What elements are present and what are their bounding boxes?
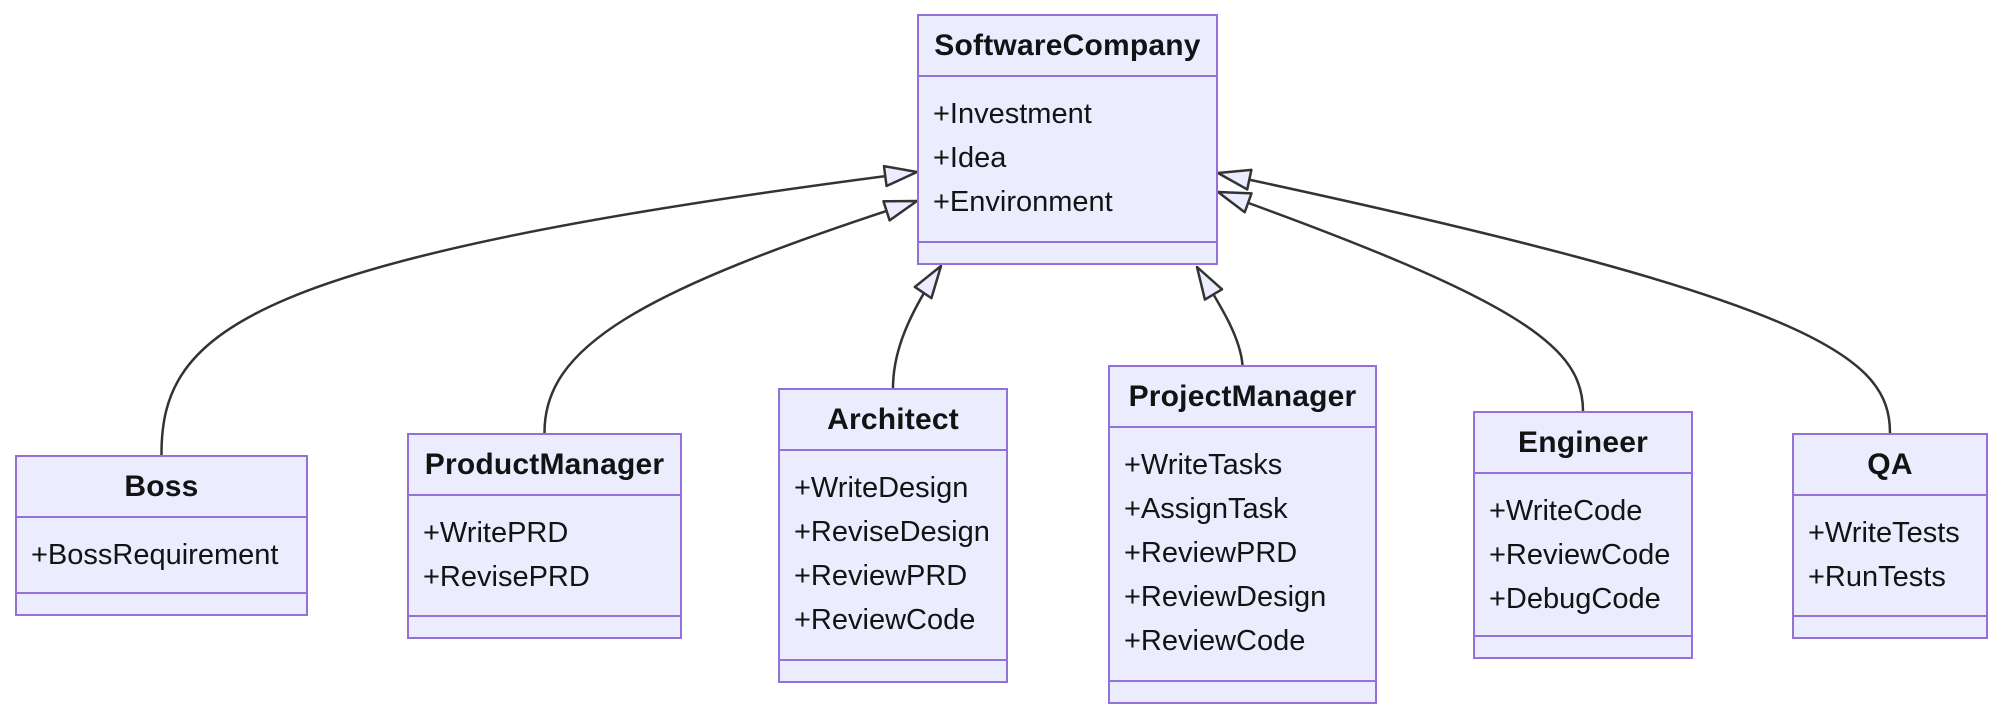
class-attribute: +WritePRD	[423, 517, 569, 549]
class-methods-empty	[1794, 615, 1986, 637]
class-attribute: +RevisePRD	[423, 561, 590, 593]
class-attribute: +WriteCode	[1489, 495, 1643, 527]
class-methods-empty	[780, 659, 1006, 681]
class-softwarecompany: SoftwareCompany +Investment +Idea +Envir…	[917, 14, 1218, 265]
class-qa: QA +WriteTests +RunTests	[1792, 433, 1988, 639]
class-attribute: +WriteTests	[1808, 517, 1960, 549]
edge-qa-extends-softwarecompany	[1216, 168, 1892, 434]
class-attribute: +RunTests	[1808, 561, 1946, 593]
class-boss: Boss +BossRequirement	[15, 455, 308, 616]
class-title: Boss	[17, 457, 306, 518]
class-attributes: +WriteDesign +ReviseDesign +ReviewPRD +R…	[780, 451, 1006, 659]
class-attributes: +Investment +Idea +Environment	[919, 77, 1216, 241]
edge-boss-extends-softwarecompany	[160, 164, 919, 456]
edge-projectmanager-extends-softwarecompany	[1195, 265, 1244, 366]
class-attribute: +AssignTask	[1124, 493, 1288, 525]
class-attribute: +DebugCode	[1489, 583, 1661, 615]
class-attribute: +BossRequirement	[31, 539, 279, 571]
class-attribute: +WriteTasks	[1124, 449, 1283, 481]
class-methods-empty	[17, 592, 306, 614]
class-title: Engineer	[1475, 413, 1691, 474]
class-methods-empty	[1475, 635, 1691, 657]
class-attribute: +Environment	[933, 186, 1113, 218]
class-attribute: +ReviewCode	[794, 604, 976, 636]
class-attributes: +BossRequirement	[17, 518, 306, 592]
class-title: ProjectManager	[1110, 367, 1375, 428]
class-productmanager: ProductManager +WritePRD +RevisePRD	[407, 433, 682, 639]
class-projectmanager: ProjectManager +WriteTasks +AssignTask +…	[1108, 365, 1377, 704]
class-attribute: +Idea	[933, 142, 1007, 174]
class-attribute: +ReviseDesign	[794, 516, 990, 548]
class-attributes: +WriteTests +RunTests	[1794, 496, 1986, 615]
class-attributes: +WriteTasks +AssignTask +ReviewPRD +Revi…	[1110, 428, 1375, 680]
class-engineer: Engineer +WriteCode +ReviewCode +DebugCo…	[1473, 411, 1693, 659]
class-attribute: +ReviewPRD	[794, 560, 968, 592]
class-title: Architect	[780, 390, 1006, 451]
class-attribute: +ReviewCode	[1489, 539, 1671, 571]
class-methods-empty	[409, 615, 680, 637]
edge-productmanager-extends-softwarecompany	[543, 199, 919, 434]
class-attribute: +ReviewDesign	[1124, 581, 1327, 613]
class-attribute: +ReviewPRD	[1124, 537, 1298, 569]
class-title: ProductManager	[409, 435, 680, 496]
class-title: QA	[1794, 435, 1986, 496]
class-methods-empty	[1110, 680, 1375, 702]
class-attributes: +WriteCode +ReviewCode +DebugCode	[1475, 474, 1691, 635]
edge-engineer-extends-softwarecompany	[1216, 190, 1585, 412]
class-attribute: +WriteDesign	[794, 472, 969, 504]
class-methods-empty	[919, 241, 1216, 263]
class-title: SoftwareCompany	[919, 16, 1216, 77]
class-attributes: +WritePRD +RevisePRD	[409, 496, 680, 615]
class-attribute: +Investment	[933, 98, 1092, 130]
edge-architect-extends-softwarecompany	[891, 264, 943, 389]
class-architect: Architect +WriteDesign +ReviseDesign +Re…	[778, 388, 1008, 683]
class-attribute: +ReviewCode	[1124, 625, 1306, 657]
